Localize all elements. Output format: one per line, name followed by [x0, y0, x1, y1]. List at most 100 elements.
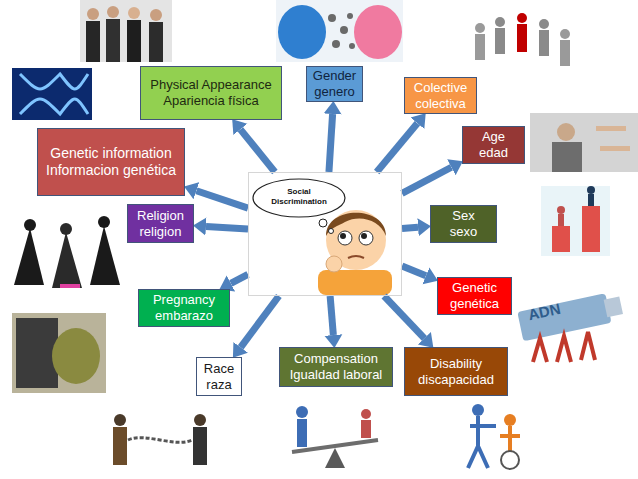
- wheelchair: [501, 451, 519, 469]
- figure-head: [475, 23, 485, 33]
- category-box: Ageedad: [462, 126, 525, 164]
- cartoon-figure: [98, 216, 110, 228]
- woman-figure: [558, 214, 564, 226]
- radiating-arrow: [241, 296, 279, 347]
- kid-eye: [359, 231, 373, 245]
- cartoon-figure: [14, 228, 44, 285]
- pointing-hand: [600, 146, 630, 151]
- pregnant-belly: [52, 328, 100, 384]
- usb-drive: [517, 291, 624, 342]
- person-head: [128, 7, 140, 19]
- kid-eye: [338, 231, 352, 245]
- pointing-hand: [596, 126, 626, 131]
- figure-head: [560, 29, 570, 39]
- usb-plug: [604, 296, 623, 317]
- chain: [128, 438, 192, 443]
- spanish-label: religion: [140, 224, 182, 240]
- person-body: [86, 21, 100, 62]
- pregnancy-photo: [12, 313, 106, 393]
- worker-figure: [361, 409, 371, 419]
- woman-figure: [557, 206, 565, 214]
- man-figure: [587, 186, 595, 194]
- radiating-arrow: [196, 191, 248, 208]
- thought-dot: [329, 229, 334, 234]
- radiating-arrow: [402, 266, 426, 276]
- cartoon-figure: [193, 427, 207, 465]
- kid-pupil: [361, 233, 367, 239]
- figure-body: [539, 30, 549, 56]
- radiating-arrow: [329, 114, 333, 172]
- icon-dot: [347, 13, 353, 19]
- radiating-arrow: [240, 129, 274, 172]
- thought-bubble: [249, 173, 401, 295]
- category-box: Raceraza: [196, 357, 242, 396]
- radiating-arrow: [377, 123, 418, 172]
- spanish-label: discapacidad: [418, 372, 494, 388]
- person-head: [87, 8, 99, 20]
- man-figure: [588, 194, 594, 206]
- figure-head: [495, 17, 505, 27]
- cartoon-figure: [90, 226, 120, 285]
- icon-dot: [349, 43, 355, 49]
- person-head: [107, 6, 119, 18]
- people-photo: [80, 0, 172, 62]
- dna-helix: [20, 74, 88, 114]
- radiating-arrow: [206, 226, 248, 229]
- figure-body: [517, 24, 527, 52]
- english-label: Colective: [414, 80, 467, 96]
- figure-body: [475, 34, 485, 60]
- english-label: Age: [482, 129, 505, 145]
- cartoon-figure: [114, 414, 126, 426]
- icon-dot: [332, 40, 340, 48]
- person-body: [149, 22, 163, 62]
- gender-photo: [276, 0, 403, 62]
- kid-hair: [326, 213, 386, 236]
- elder-body: [552, 142, 582, 172]
- icon-dot: [328, 14, 336, 22]
- category-box: Sexsexo: [430, 205, 497, 243]
- figure-head: [517, 13, 527, 23]
- spanish-label: embarazo: [155, 308, 213, 324]
- seesaw-base: [325, 448, 345, 468]
- radiating-arrow: [402, 227, 418, 228]
- spanish-label: sexo: [450, 224, 477, 240]
- english-label: Religion: [137, 208, 184, 224]
- spanish-label: genero: [314, 84, 354, 100]
- person-head: [150, 9, 162, 21]
- dna-photo: [12, 68, 92, 120]
- kid-pupil: [340, 233, 346, 239]
- worker-figure: [296, 406, 308, 418]
- kid-shirt: [318, 270, 392, 295]
- english-label: Physical Appearance: [150, 77, 271, 93]
- age-photo: [530, 113, 638, 172]
- cartoon-figure: [60, 223, 72, 235]
- cartoon-figure: [194, 414, 206, 426]
- kid-hand: [326, 256, 342, 272]
- worker-figure: [297, 419, 307, 447]
- male-head: [278, 5, 326, 59]
- person-figure: [500, 426, 520, 452]
- coin-stack: [552, 226, 570, 252]
- english-label: Genetic information: [50, 145, 171, 162]
- spanish-label: genética: [450, 296, 499, 312]
- cartoon-figure: [24, 219, 36, 231]
- person-figure: [468, 416, 496, 468]
- cartoon-figure: [52, 232, 82, 288]
- spanish-label: Apariencia física: [163, 93, 258, 109]
- worker-figure: [361, 420, 371, 438]
- radiating-arrow: [384, 296, 424, 338]
- suit-arm: [16, 318, 58, 388]
- english-label: Race: [204, 361, 234, 377]
- person-head: [472, 404, 484, 416]
- category-box: Religionreligion: [127, 204, 194, 243]
- figure-body: [560, 40, 570, 66]
- category-box: Geneticgenética: [437, 277, 512, 315]
- central-topic: Social Discrimination: [248, 172, 402, 296]
- person-body: [106, 19, 120, 62]
- elder-head: [557, 123, 575, 141]
- topic-text: Social Discrimination: [263, 187, 335, 207]
- category-box: Physical AppearanceApariencia física: [140, 66, 282, 120]
- spanish-label: edad: [479, 145, 508, 161]
- coin-stack: [582, 206, 600, 252]
